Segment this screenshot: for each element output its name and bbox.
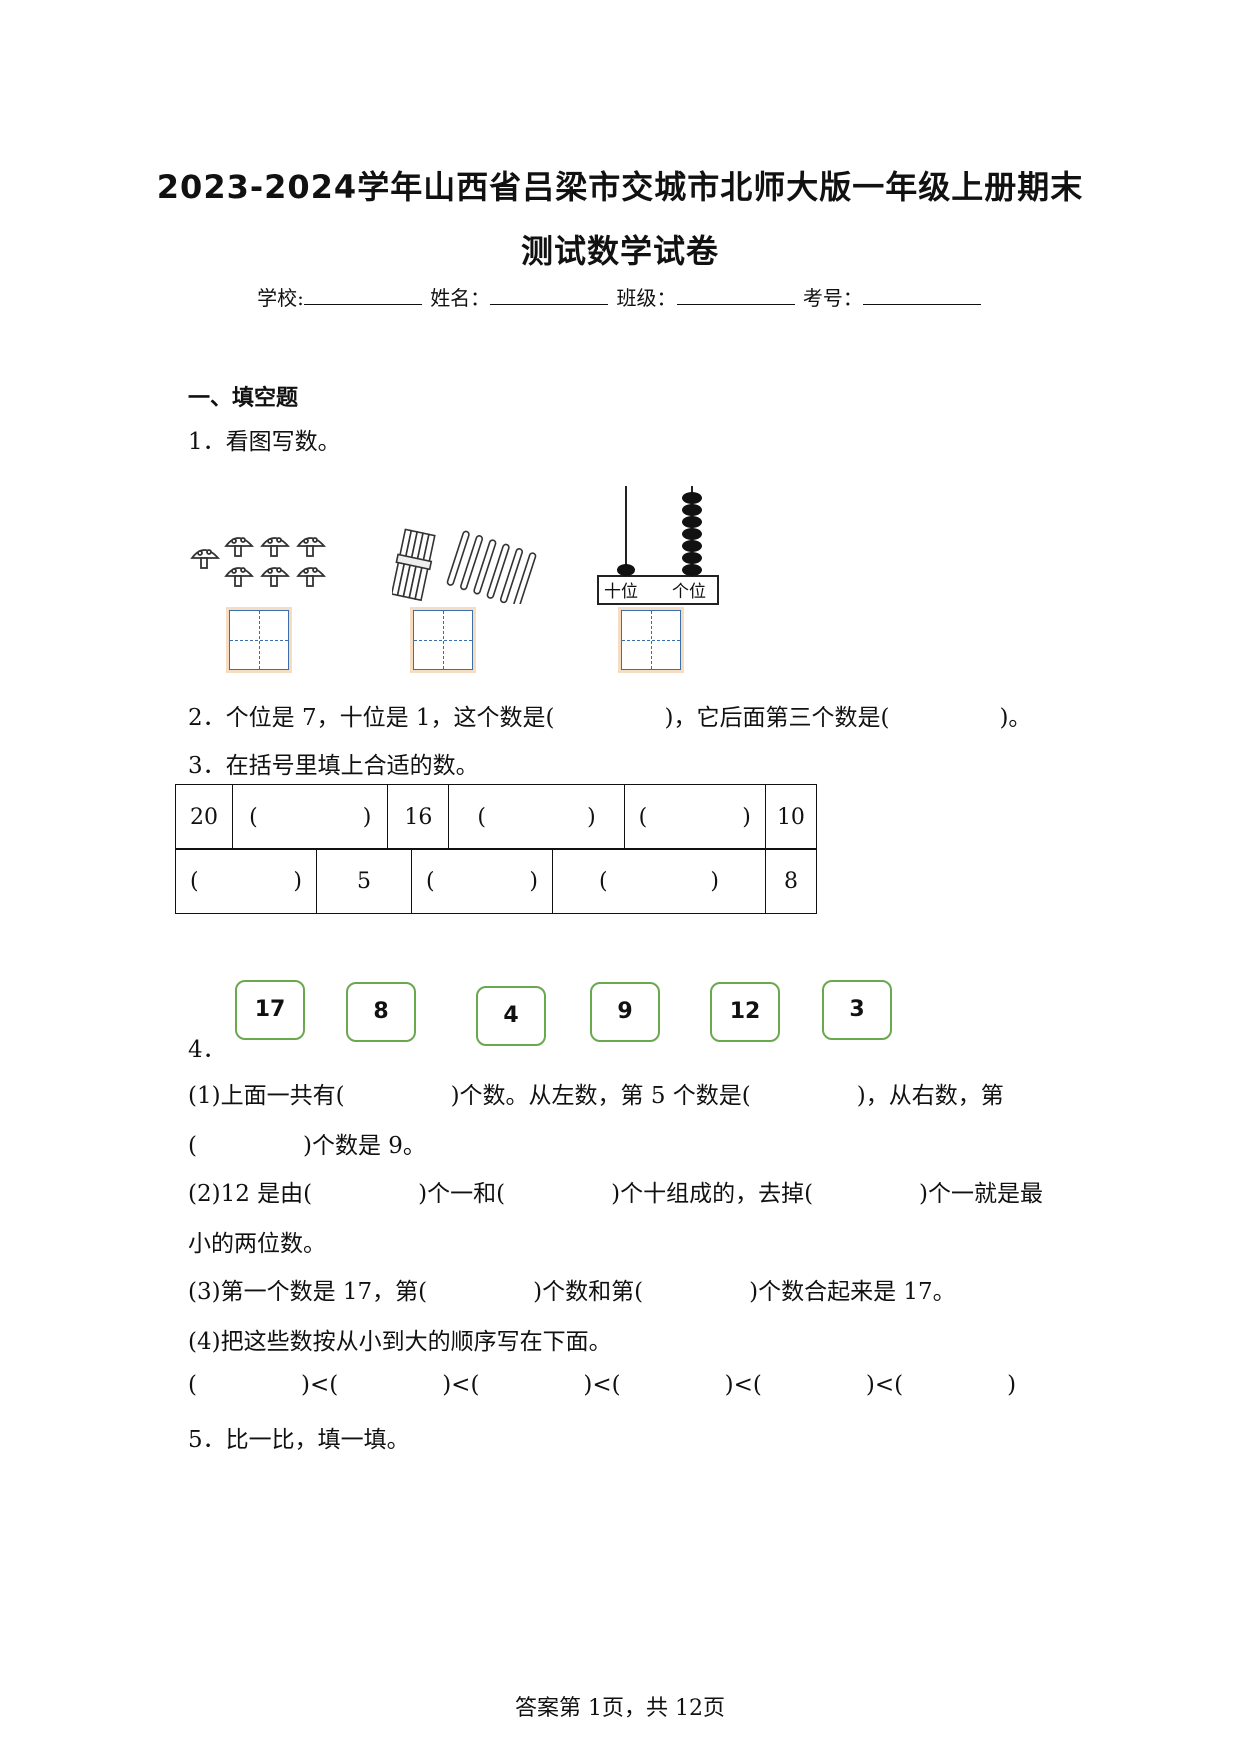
paren-close: ) xyxy=(529,868,538,894)
q4-1-part-e: )个数是 9。 xyxy=(302,1133,426,1159)
paren-open: ( xyxy=(638,804,648,830)
table-cell-blank[interactable]: () xyxy=(411,848,553,914)
student-info-line: 学校: 姓名： 班级： 考号： xyxy=(0,282,1240,311)
paren-close: ) xyxy=(587,804,596,830)
paren-open: ( xyxy=(477,804,486,830)
number-sequence-table-row1: 20 () 16 () () 10 xyxy=(174,784,818,850)
order-less-than: )<( xyxy=(583,1372,621,1398)
question-5-text: 5．比一比，填一填。 xyxy=(188,1427,410,1453)
q4-2-part-d: )个一就是最 xyxy=(919,1181,1044,1207)
question-4-3-text: (3)第一个数是 17，第( )个数和第( )个数合起来是 17。 xyxy=(188,1272,956,1306)
question-4-2-line1: (2)12 是由( )个一和( )个十组成的，去掉( )个一就是最 xyxy=(188,1174,1043,1208)
number-card: 12 xyxy=(710,982,780,1042)
table-cell: 10 xyxy=(764,784,818,850)
table-cell-blank[interactable]: () xyxy=(623,784,766,850)
class-blank[interactable] xyxy=(676,284,795,305)
paren-open: ( xyxy=(190,868,199,894)
paren-open: ( xyxy=(249,804,258,830)
exam-no-blank[interactable] xyxy=(862,284,981,305)
q2-part-b: )，它后面第三个数是( xyxy=(664,705,890,731)
exam-title-line1: 2023-2024学年山西省吕梁市交城市北师大版一年级上册期末 xyxy=(156,168,1084,206)
answer-box-mushrooms[interactable] xyxy=(229,610,289,670)
answer-box-abacus[interactable] xyxy=(621,610,681,670)
order-paren: ( xyxy=(188,1372,197,1398)
table-cell: 16 xyxy=(387,784,450,850)
table-cell-blank[interactable]: () xyxy=(175,848,317,914)
paren-close: ) xyxy=(362,804,372,830)
number-card: 8 xyxy=(346,982,416,1042)
order-less-than: )<( xyxy=(300,1372,339,1398)
order-paren: ) xyxy=(1007,1372,1017,1398)
section-fill-blank-heading: 一、填空题 xyxy=(188,386,299,411)
paren-close: ) xyxy=(710,868,719,894)
abacus-ones-label: 个位 xyxy=(672,582,706,602)
exam-no-label: 考号： xyxy=(802,286,863,310)
q4-1-part-d: ( xyxy=(188,1133,197,1159)
exam-title-line2: 测试数学试卷 xyxy=(520,232,719,270)
school-blank[interactable] xyxy=(303,284,422,305)
school-label: 学校: xyxy=(257,286,304,310)
q4-2-part-c: )个十组成的，去掉( xyxy=(611,1181,814,1207)
sticks-bundle-picture xyxy=(392,528,537,604)
q2-part-c: )。 xyxy=(999,705,1032,731)
mushrooms-picture xyxy=(190,537,326,587)
table-cell: 20 xyxy=(174,784,234,850)
abacus-tens-label: 十位 xyxy=(604,582,638,602)
table-cell-blank[interactable]: () xyxy=(232,784,389,850)
order-less-than: )<( xyxy=(724,1372,762,1398)
question-1-text: 1．看图写数。 xyxy=(188,429,341,455)
question-4-2-line2: 小的两位数。 xyxy=(188,1231,326,1257)
number-card: 17 xyxy=(235,980,305,1040)
q4-1-part-a: (1)上面一共有( xyxy=(188,1083,345,1109)
question-4-4-text: (4)把这些数按从小到大的顺序写在下面。 xyxy=(188,1329,612,1355)
number-sequence-table-row2: () 5 () () 8 xyxy=(175,848,817,914)
order-less-than: )<( xyxy=(442,1372,480,1398)
table-cell: 5 xyxy=(316,848,412,914)
q4-1-part-c: )，从右数，第 xyxy=(856,1083,1004,1109)
paren-close: ) xyxy=(742,804,751,830)
q4-3-part-a: (3)第一个数是 17，第( xyxy=(188,1279,428,1305)
paren-open: ( xyxy=(599,868,608,894)
q2-part-a: 2．个位是 7，十位是 1，这个数是( xyxy=(188,705,555,731)
table-cell-blank[interactable]: () xyxy=(448,784,625,850)
question-2-text: 2．个位是 7，十位是 1，这个数是( )，它后面第三个数是( )。 xyxy=(188,698,1031,732)
question-4-number: 4． xyxy=(188,1037,226,1063)
question-4-1-line2: ( )个数是 9。 xyxy=(188,1126,426,1160)
number-card: 9 xyxy=(590,982,660,1042)
name-blank[interactable] xyxy=(490,284,609,305)
answer-box-sticks[interactable] xyxy=(413,610,473,670)
class-label: 班级： xyxy=(616,286,677,310)
order-less-than: )<( xyxy=(865,1372,904,1398)
paren-open: ( xyxy=(426,868,435,894)
question-4-1-line1: (1)上面一共有( )个数。从左数，第 5 个数是( )，从右数，第 xyxy=(188,1076,1004,1110)
number-card: 3 xyxy=(822,980,892,1040)
table-cell-blank[interactable]: () xyxy=(552,848,766,914)
question-3-text: 3．在括号里填上合适的数。 xyxy=(188,753,479,779)
q4-2-part-b: )个一和( xyxy=(418,1181,506,1207)
page-footer: 答案第 1页，共 12页 xyxy=(515,1696,725,1721)
q4-1-part-b: )个数。从左数，第 5 个数是( xyxy=(450,1083,751,1109)
number-card: 4 xyxy=(476,986,546,1046)
question-4-4-order-line: ( )<( )<( )<( )<( )<() xyxy=(188,1372,1016,1398)
paren-close: ) xyxy=(293,868,302,894)
q4-2-part-a: (2)12 是由( xyxy=(188,1181,313,1207)
abacus-picture xyxy=(597,486,719,605)
name-label: 姓名： xyxy=(430,286,491,310)
q4-3-part-b: )个数和第( xyxy=(533,1279,644,1305)
q4-3-part-c: )个数合起来是 17。 xyxy=(749,1279,956,1305)
table-cell: 8 xyxy=(765,848,817,914)
